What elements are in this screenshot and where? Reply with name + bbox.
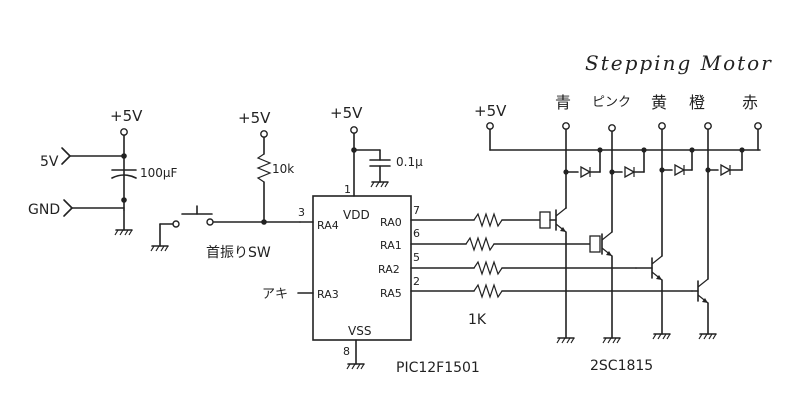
diode-icon <box>674 164 685 176</box>
ic-vdd-label: VDD <box>343 208 370 222</box>
wire-label-red: 赤 <box>742 93 758 112</box>
ic-vss-label: VSS <box>348 324 371 338</box>
transistor-icon <box>697 278 709 304</box>
transistor-icon <box>601 231 613 257</box>
ic-left-pin-name: RA4 <box>317 219 339 232</box>
wire-label-blue: 青 <box>555 93 571 112</box>
ic-right-pin-name: RA5 <box>380 287 402 300</box>
wire-label-orange: 橙 <box>689 93 705 112</box>
ic-right-pin-name: RA2 <box>378 263 400 276</box>
input-cap-label: 100μF <box>140 166 178 180</box>
coil-wires <box>562 122 712 280</box>
ground-icon <box>602 337 621 344</box>
wire-label-pink: ピンク <box>592 95 631 110</box>
ic-right-pin-name: RA0 <box>380 216 402 229</box>
transistor-part-label: 2SC1815 <box>590 358 653 374</box>
ground-icon <box>346 363 365 370</box>
ic-left-pin-name: RA3 <box>317 288 339 301</box>
ic-pin-vdd-num: 1 <box>344 183 351 196</box>
ic-right-pin-name: RA1 <box>380 239 402 252</box>
unused-pin-label: アキ <box>262 287 288 302</box>
push-switch: 首振りSW <box>150 205 301 261</box>
v5-ic-label: +5V <box>330 104 363 122</box>
v5-motor-label: +5V <box>474 102 507 120</box>
ground-icon <box>114 229 133 236</box>
ic-right-pin-num: 6 <box>413 227 420 240</box>
ic-power: +5V 0.1μ <box>330 104 423 197</box>
switch-label: 首振りSW <box>206 245 271 261</box>
ic-pin-vss-num: 8 <box>343 345 350 358</box>
v5-input-label: +5V <box>110 107 143 125</box>
ground-icon <box>150 245 169 252</box>
transistors: 2SC1815 <box>539 207 717 374</box>
ground-icon <box>370 181 389 188</box>
ic-cap-label: 0.1μ <box>396 155 423 169</box>
motor-supply: +5V <box>474 102 761 151</box>
ic-right-pin-num: 7 <box>413 204 420 217</box>
pullup-resistor-label: 10k <box>272 162 294 176</box>
diode-icon <box>580 166 591 178</box>
label-5v: 5V <box>40 154 59 170</box>
ground-icon <box>556 337 575 344</box>
diode-icon <box>720 164 731 176</box>
ic-right-pin-num: 5 <box>413 251 420 264</box>
ic-left-pin-num: 3 <box>298 206 305 219</box>
transistor-icon <box>555 207 567 233</box>
transistor-icon <box>651 255 663 281</box>
pullup-section: +5V 10k <box>238 109 294 225</box>
base-resistors: 1K <box>410 212 693 328</box>
pic-ic: 1 VDD VSS 8 PIC12F1501 3 RA4 RA3 アキ RA0 … <box>262 183 480 376</box>
ic-right-pin-num: 2 <box>413 275 420 288</box>
diode-icon <box>624 166 635 178</box>
v5-pullup-label: +5V <box>238 109 271 127</box>
input-power-section: +5V 5V 100μF GND <box>28 107 178 236</box>
ground-icon <box>652 333 671 340</box>
ground-icon <box>698 333 717 340</box>
flyback-diodes <box>563 147 745 178</box>
base-resistor-label: 1K <box>468 312 487 328</box>
wire-label-yellow: 黄 <box>651 93 667 112</box>
motor-wire-labels: 青 ピンク 黄 橙 赤 <box>555 93 758 112</box>
diagram-title: Stepping Motor <box>585 51 773 75</box>
label-gnd: GND <box>28 202 60 218</box>
ic-part-label: PIC12F1501 <box>396 360 480 376</box>
